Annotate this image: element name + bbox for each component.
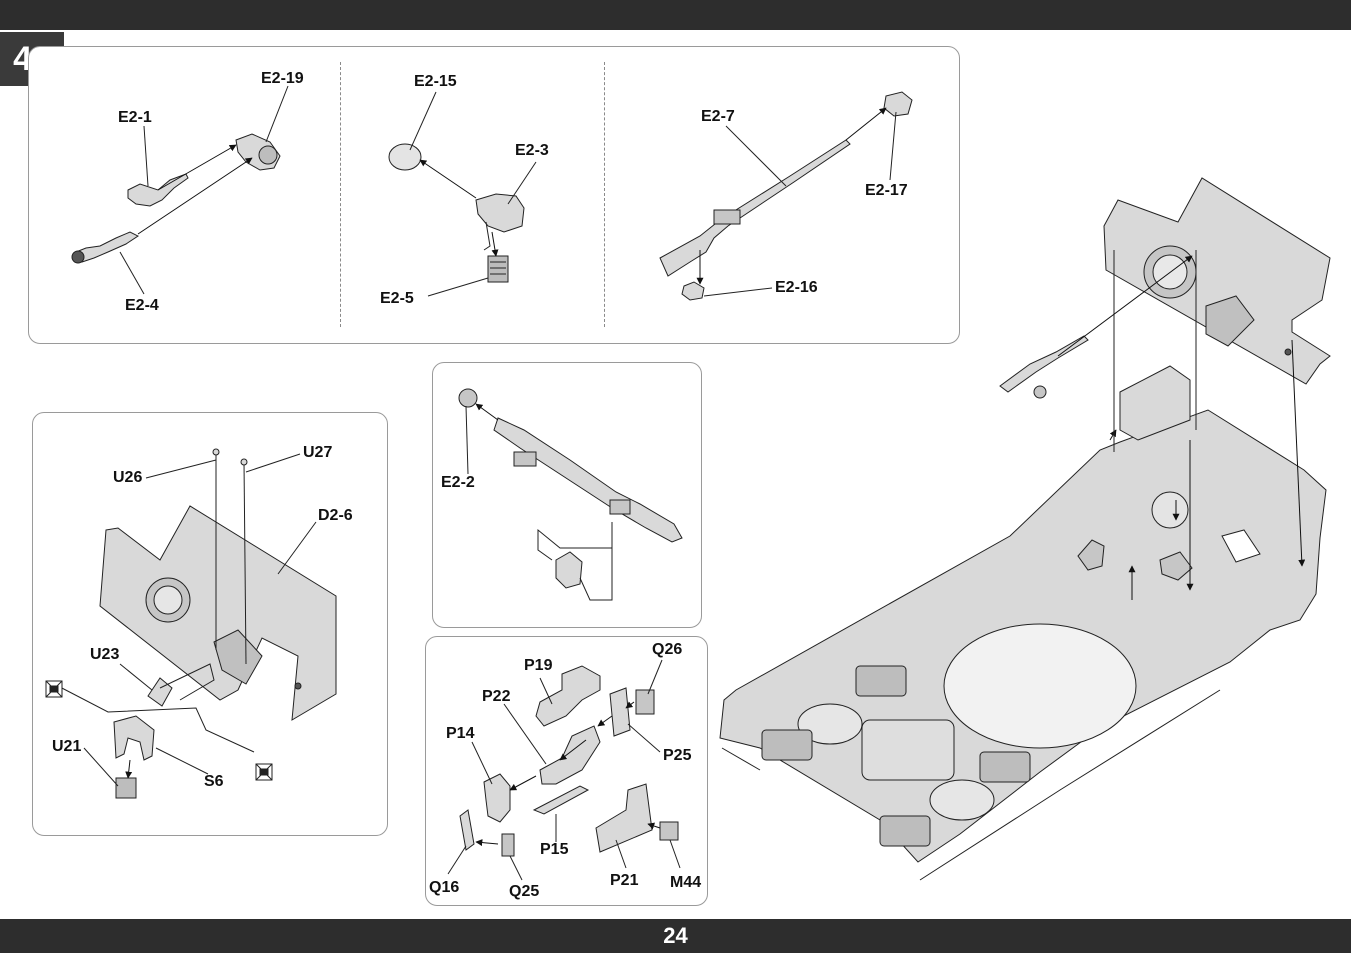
- panel-divider-1: [340, 62, 341, 327]
- part-q26: [635, 689, 655, 715]
- part-e2-4: [71, 231, 139, 264]
- part-u26: [212, 448, 220, 650]
- label-e2-4: E2-4: [125, 297, 159, 314]
- part-u21: [115, 777, 137, 799]
- gun-barrel: [493, 417, 683, 543]
- label-p14: P14: [446, 725, 475, 742]
- label-e2-17: E2-17: [865, 182, 908, 199]
- part-p25: [609, 687, 631, 737]
- part-u27: [240, 458, 248, 665]
- hull-floor: [719, 409, 1327, 863]
- label-u26: U26: [113, 469, 143, 486]
- part-p21: [595, 783, 653, 853]
- part-e2-3: [475, 193, 525, 251]
- label-e2-15: E2-15: [414, 73, 457, 90]
- part-p22: [539, 725, 601, 785]
- panel-divider-2: [604, 62, 605, 327]
- part-p14: [483, 773, 511, 823]
- part-p19: [535, 665, 601, 727]
- top-bar: [0, 0, 1351, 30]
- gun-mount: [555, 551, 583, 589]
- part-e2-19: [235, 133, 281, 171]
- part-e2-16: [681, 281, 705, 301]
- label-u27: U27: [303, 444, 333, 461]
- hull-gun-assembly: [999, 335, 1089, 399]
- part-e2-2: [458, 388, 478, 408]
- label-e2-1: E2-1: [118, 109, 152, 126]
- label-e2-5: E2-5: [380, 290, 414, 307]
- bottom-bar: [0, 919, 1351, 953]
- label-p22: P22: [482, 688, 511, 705]
- label-m44: M44: [670, 874, 702, 891]
- label-d2-6: D2-6: [318, 507, 353, 524]
- label-e2-7: E2-7: [701, 108, 735, 125]
- label-q16: Q16: [429, 879, 460, 896]
- label-p25: P25: [663, 747, 692, 764]
- hull-side-rail: [721, 689, 1221, 881]
- part-q16: [459, 809, 475, 851]
- part-e2-15: [388, 143, 422, 171]
- label-e2-19: E2-19: [261, 70, 304, 87]
- part-q25: [501, 833, 515, 857]
- label-e2-3: E2-3: [515, 142, 549, 159]
- part-m44: [659, 821, 679, 841]
- label-p15: P15: [540, 841, 569, 858]
- hull-equipment-box: [1077, 365, 1193, 581]
- hull-vent-grilles: [761, 665, 1031, 847]
- label-e2-2: E2-2: [441, 474, 475, 491]
- crossed-box-icon-1: [45, 680, 63, 698]
- label-u21: U21: [52, 738, 82, 755]
- label-p19: P19: [524, 657, 553, 674]
- part-u23: [147, 677, 173, 707]
- label-p21: P21: [610, 872, 639, 889]
- label-q26: Q26: [652, 641, 683, 658]
- part-e2-17: [883, 91, 913, 117]
- part-p15: [532, 785, 590, 815]
- part-s6: [113, 715, 155, 761]
- label-u23: U23: [90, 646, 120, 663]
- label-s6: S6: [204, 773, 224, 790]
- part-d2-6: [99, 505, 337, 721]
- part-e2-7: [659, 139, 851, 277]
- label-q25: Q25: [509, 883, 540, 900]
- crossed-box-icon-2: [255, 763, 273, 781]
- page-number: 24: [663, 923, 688, 948]
- label-e2-16: E2-16: [775, 279, 818, 296]
- hull-rear-plate: [1103, 177, 1331, 385]
- part-e2-5: [487, 255, 509, 283]
